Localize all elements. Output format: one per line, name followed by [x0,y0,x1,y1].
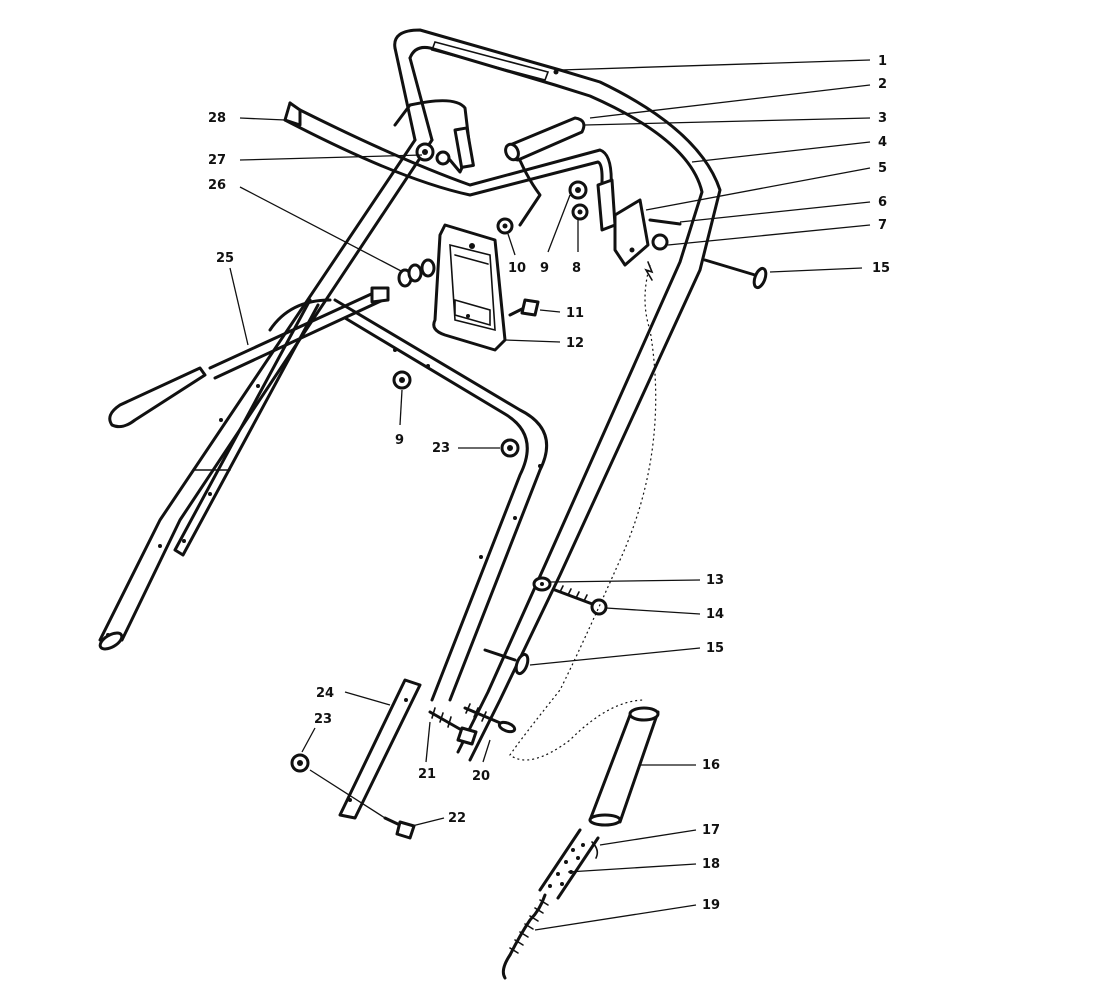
control-panel-part-12 [432,223,507,352]
callout-10: 10 [508,261,526,276]
callout-labels: 1 2 3 4 5 6 7 15 8 9 10 11 12 9 23 13 14… [208,54,890,913]
callout-leaders [229,59,871,931]
bail-lever-part-28 [283,101,613,227]
callout-12: 12 [566,336,584,351]
shift-rod-part-25 [108,286,390,429]
callout-5: 5 [878,161,887,176]
callout-14: 14 [706,607,724,622]
lower-grip-assembly [501,706,660,980]
control-cable [509,261,657,761]
callout-27: 27 [208,153,226,168]
callout-28: 28 [208,111,226,126]
lower-bracket-part-24 [338,678,422,820]
callout-11: 11 [566,306,584,321]
callout-18: 18 [702,857,720,872]
callout-7: 7 [878,218,887,233]
callout-17: 17 [702,823,720,838]
callout-24: 24 [316,686,334,701]
grip-part-3 [504,116,586,162]
bolts-right [483,258,768,676]
callout-16: 16 [702,758,720,773]
callout-23-lower: 23 [314,712,332,727]
callout-25: 25 [216,251,234,266]
bolt-part-11 [508,298,540,317]
callout-20: 20 [472,769,490,784]
callout-23-middle: 23 [432,441,450,456]
callout-9-middle: 9 [395,433,404,448]
nuts-middle [392,370,520,458]
callout-21: 21 [418,767,436,782]
callout-15-top: 15 [872,261,890,276]
callout-9-top: 9 [540,261,549,276]
callout-4: 4 [878,135,887,150]
upper-bracket-right [596,178,682,267]
callout-8: 8 [572,261,581,276]
spring-part-26 [397,258,436,288]
callout-15-lower: 15 [706,641,724,656]
callout-13: 13 [706,573,724,588]
callout-1: 1 [878,54,887,69]
bolts-lower [290,703,517,840]
left-handle-rail [98,138,434,651]
callout-3: 3 [878,111,887,126]
upper-bracket-left [393,99,475,174]
lower-handle [333,298,549,702]
washers-top [496,180,589,235]
callout-19: 19 [702,898,720,913]
callout-22: 22 [448,811,466,826]
callout-2: 2 [878,77,887,92]
callout-6: 6 [878,195,887,210]
callout-26: 26 [208,178,226,193]
